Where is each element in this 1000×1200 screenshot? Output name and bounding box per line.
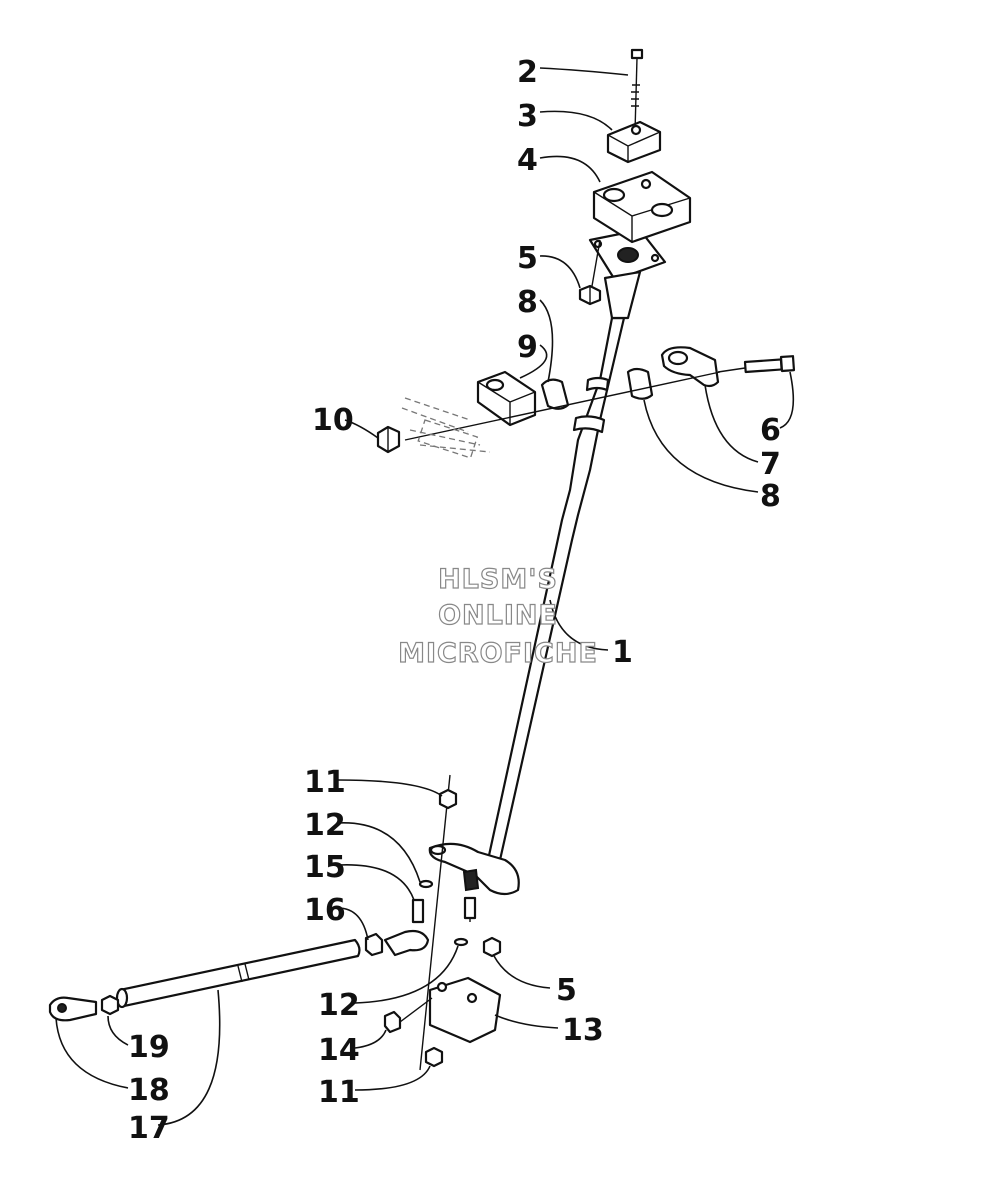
callout-5-bottom: 5 — [556, 973, 577, 1008]
lower-hardware — [364, 774, 502, 1071]
watermark-line-2: ONLINE — [438, 600, 558, 631]
nut-part-5-top — [578, 239, 602, 306]
callout-3: 3 — [517, 99, 538, 134]
steering-post-part-1 — [428, 228, 667, 922]
leader-lines — [55, 67, 795, 1126]
bolt-part-2 — [630, 48, 644, 133]
callout-1: 1 — [612, 635, 633, 670]
callout-11-top: 11 — [304, 765, 346, 800]
callout-6: 6 — [760, 413, 781, 448]
callout-labels: 2 3 4 5 8 9 10 6 7 8 1 11 12 15 16 12 5 … — [128, 55, 781, 1146]
watermark-line-1: HLSM'S — [438, 564, 558, 595]
callout-17: 17 — [128, 1111, 170, 1146]
watermark: HLSM'S ONLINE MICROFICHE — [397, 563, 598, 669]
callout-12-top: 12 — [304, 808, 346, 843]
callout-12-bottom: 12 — [318, 988, 360, 1023]
watermark-line-3: MICROFICHE — [398, 638, 598, 669]
callout-5-top: 5 — [517, 241, 538, 276]
callout-18: 18 — [128, 1073, 170, 1108]
callout-7: 7 — [760, 447, 781, 482]
callout-8-upper: 8 — [517, 285, 538, 320]
flange-nut-part-10 — [376, 425, 401, 454]
handlebar-cap-part-3 — [606, 120, 662, 164]
callout-13: 13 — [562, 1013, 604, 1048]
callout-15: 15 — [304, 850, 346, 885]
clamp-assembly — [401, 346, 796, 459]
handlebar-block-part-4 — [592, 170, 692, 244]
callout-8-right: 8 — [760, 479, 781, 514]
callout-16: 16 — [304, 893, 346, 928]
callout-14: 14 — [318, 1033, 360, 1068]
callout-10: 10 — [312, 403, 354, 438]
callout-19: 19 — [128, 1030, 170, 1065]
callout-9: 9 — [517, 330, 538, 365]
callout-11-bottom: 11 — [318, 1075, 360, 1110]
tie-rod-assembly — [48, 938, 361, 1022]
callout-2: 2 — [517, 55, 538, 90]
callout-4: 4 — [517, 143, 538, 178]
